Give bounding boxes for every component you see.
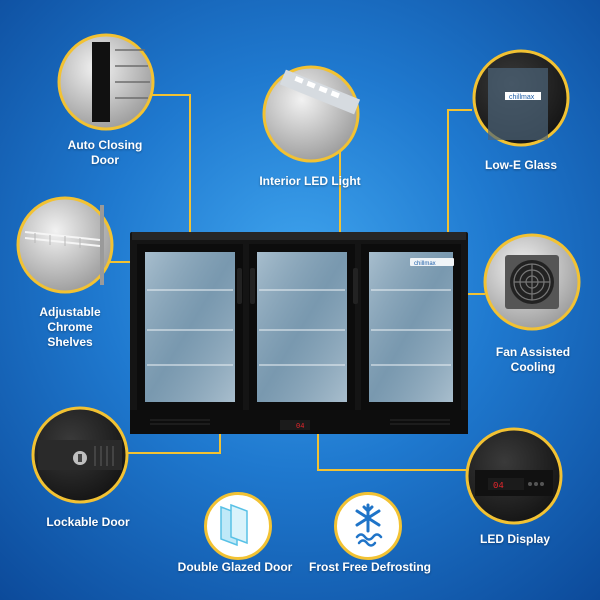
- low-e-glass-logo: chillmax: [509, 94, 535, 101]
- connector-led-display: [317, 428, 469, 471]
- adjustable-chrome-shelves-label: Adjustable Chrome Shelves: [39, 305, 101, 349]
- connector-lockable-door: [128, 428, 221, 454]
- led-display-panel: [280, 420, 310, 430]
- led-display-label: LED Display: [479, 532, 551, 546]
- adjustable-chrome-shelves-image: [16, 196, 114, 294]
- double-glazed-door-badge: [204, 492, 272, 560]
- frost-free-defrosting-label: Frost Free Defrosting: [308, 560, 431, 574]
- lockable-door-label: Lockable Door: [46, 515, 130, 529]
- chrome-shelves: [147, 289, 451, 366]
- glass-panes-icon: [220, 503, 248, 547]
- low-e-glass-image: chillmax: [472, 49, 570, 147]
- fan-assisted-cooling-image: [483, 233, 581, 331]
- fridge-door-left: [137, 244, 243, 410]
- fan-assisted-cooling-label: Fan Assisted Cooling: [495, 345, 571, 374]
- led-display-badge-readout: 04: [493, 481, 504, 491]
- auto-closing-door-label: Auto Closing Door: [67, 138, 143, 167]
- brand-logo-small: chillmax: [414, 261, 436, 267]
- interior-led-light-image: [262, 65, 361, 163]
- led-display-image: 04: [465, 427, 563, 525]
- frost-free-defrosting-badge: [334, 492, 402, 560]
- low-e-glass-label: Low-E Glass: [484, 158, 558, 172]
- lockable-door-image: [31, 406, 129, 504]
- door-handles: [237, 268, 358, 304]
- snowflake-defrost-icon: [355, 503, 383, 547]
- led-display-readout: 04: [296, 423, 304, 431]
- connector-low-e-glass: [447, 109, 472, 262]
- interior-led-light-label: Interior LED Light: [259, 174, 361, 188]
- fridge-door-right: [361, 244, 461, 410]
- fridge-door-middle: [249, 244, 355, 410]
- double-glazed-door-label: Double Glazed Door: [177, 560, 293, 574]
- auto-closing-door-image: [57, 33, 155, 131]
